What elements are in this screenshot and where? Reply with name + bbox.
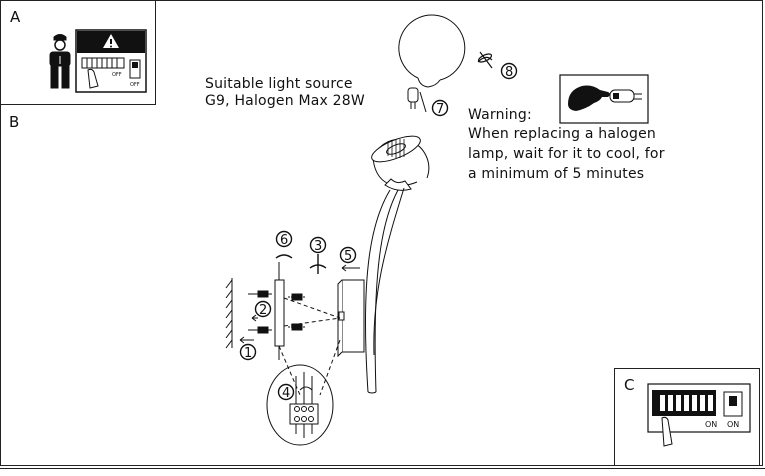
glass-globe: [398, 14, 466, 88]
step-6-marker: 6: [275, 230, 293, 259]
step-1-number: 1: [244, 346, 252, 361]
step-5-marker: 5: [339, 246, 357, 264]
panel-b-label: B: [9, 113, 20, 131]
hand-bulb-warning-icon: [559, 74, 649, 124]
step-7-number: 7: [436, 102, 444, 117]
light-source-line2: G9, Halogen Max 28W: [205, 93, 365, 109]
step-4-marker: 4: [277, 383, 295, 401]
panel-a-off-label: OFF: [112, 72, 122, 78]
step-6-number: 6: [280, 233, 288, 248]
warning-title: Warning:: [468, 107, 532, 123]
step-8-number: 8: [505, 65, 513, 80]
panel-a-label: A: [10, 8, 21, 26]
step-3-number: 3: [314, 239, 322, 254]
warning-line3: a minimum of 5 minutes: [468, 166, 645, 182]
bottom-strip: [0, 468, 765, 476]
wall-plate: [337, 279, 365, 358]
diagram-frame: [0, 0, 763, 466]
terminal-block-detail: [266, 364, 334, 446]
step-5-number: 5: [344, 249, 352, 264]
panel-c-label: C: [624, 376, 635, 394]
electrician-icon: [49, 34, 71, 89]
step-3-marker: 3: [309, 236, 327, 274]
panel-c-on-label: ON: [705, 420, 717, 429]
light-source-line1: Suitable light source: [205, 76, 353, 92]
mounting-bracket: [239, 262, 360, 396]
step-8-marker: 8: [500, 62, 518, 80]
step-7-marker: 7: [431, 99, 449, 117]
g9-bulb-icon: [407, 87, 427, 113]
step-4-number: 4: [282, 386, 290, 401]
step-1-marker: 1: [239, 343, 257, 361]
panel-c-on-switch-label: ON: [727, 420, 739, 429]
step-2-marker: 2: [254, 300, 272, 318]
screw-icon: [477, 51, 493, 69]
warning-switch-icon: OFF OFF: [75, 29, 147, 93]
lamp-arms: [364, 135, 430, 394]
step-markers: 1 2 3 4 5 6 7 8: [239, 62, 518, 401]
panel-a-off-label-2: OFF: [130, 82, 140, 88]
warning-line2: lamp, wait for it to cool, for: [468, 146, 665, 162]
step-2-number: 2: [259, 303, 267, 318]
wall-hatch: [225, 278, 233, 349]
breaker-switch-icon: ON ON: [647, 383, 751, 447]
warning-line1: When replacing a halogen: [468, 126, 656, 142]
